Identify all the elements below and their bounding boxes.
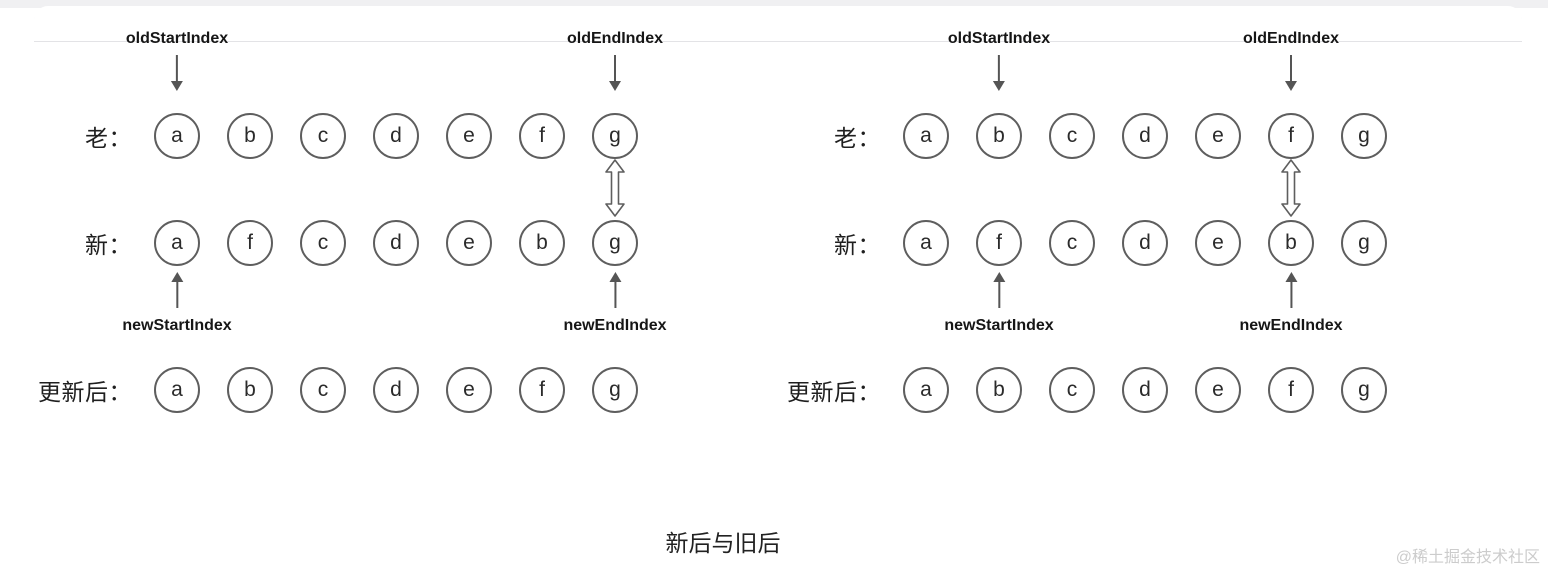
node-circle: e [1195,113,1241,159]
node-circle: f [519,113,565,159]
pointer-label: newEndIndex [1239,317,1343,334]
figure-caption: 新后与旧后 [665,530,781,556]
pointer-old-start: oldStartIndex [126,30,228,91]
node-circle: f [227,220,273,266]
pointer-label: oldStartIndex [947,30,1051,47]
node-circle: g [592,113,638,159]
node-circle: b [227,113,273,159]
new-row-label: 新： [834,232,881,258]
updated-row-label: 更新后： [787,379,881,405]
juejin-watermark: @稀土掘金技术社区 [1395,549,1540,566]
pointer-new-end: newEndIndex [563,272,667,335]
new-row-label: 新： [85,232,132,258]
node-circle: b [976,113,1022,159]
updated-nodes-row: 更新后： a b c d e f g [36,367,638,413]
node-circle: g [1341,113,1387,159]
arrow-up-icon [170,272,183,308]
pointer-label: newEndIndex [563,317,667,334]
updated-nodes-row: 更新后： a b c d e f g [785,367,1387,413]
node-circle: a [154,367,200,413]
node-circle: g [1341,220,1387,266]
diff-diagram-left: oldStartIndex oldEndIndex 老： a b c d e f… [36,0,756,430]
swap-double-arrow-icon [605,159,625,217]
updated-row-label: 更新后： [38,379,132,405]
swap-double-arrow-icon [1281,159,1301,217]
diff-diagram-right: oldStartIndex oldEndIndex 老： a b c d e f… [785,0,1505,430]
node-circle: g [592,367,638,413]
old-nodes: a b c d e f g [903,113,1387,159]
pointer-label: newStartIndex [122,317,232,334]
pointer-old-end: oldEndIndex [1243,30,1339,91]
pointer-label: oldStartIndex [125,30,229,47]
node-circle: f [519,367,565,413]
node-circle: e [446,367,492,413]
node-circle: e [446,113,492,159]
pointer-label: newStartIndex [944,317,1054,334]
new-nodes-row: 新： a f c d e b g [785,220,1387,266]
old-nodes-row: 老： a b c d e f g [36,113,638,159]
pointer-new-start: newStartIndex [122,272,232,335]
arrow-down-icon [992,55,1005,91]
arrow-up-icon [992,272,1005,308]
arrow-up-icon [609,272,621,308]
node-circle: d [373,367,419,413]
node-circle: e [446,220,492,266]
pointer-label: oldEndIndex [567,30,663,47]
old-nodes: a b c d e f g [154,113,638,159]
node-circle: b [1268,220,1314,266]
node-circle: a [154,220,200,266]
node-circle: d [373,113,419,159]
node-circle: b [519,220,565,266]
node-circle: d [373,220,419,266]
node-circle: d [1122,367,1168,413]
arrow-down-icon [170,55,183,91]
node-circle: c [300,367,346,413]
node-circle: c [300,220,346,266]
content-card-top [34,6,1522,42]
node-circle: a [154,113,200,159]
arrow-up-icon [1285,272,1297,308]
node-circle: c [1049,367,1095,413]
arrow-down-icon [609,55,621,91]
pointer-label: oldEndIndex [1243,30,1339,47]
node-circle: f [976,220,1022,266]
node-circle: e [1195,367,1241,413]
pointer-new-end: newEndIndex [1239,272,1343,335]
node-circle: g [592,220,638,266]
arrow-down-icon [1285,55,1297,91]
node-circle: a [903,367,949,413]
node-circle: a [903,220,949,266]
new-nodes-row: 新： a f c d e b g [36,220,638,266]
page-top-strip [0,0,1548,8]
new-nodes: a f c d e b g [154,220,638,266]
node-circle: e [1195,220,1241,266]
node-circle: a [903,113,949,159]
node-circle: f [1268,113,1314,159]
pointer-new-start: newStartIndex [944,272,1054,335]
node-circle: f [1268,367,1314,413]
node-circle: d [1122,220,1168,266]
node-circle: c [300,113,346,159]
new-nodes: a f c d e b g [903,220,1387,266]
node-circle: c [1049,113,1095,159]
pointer-old-start: oldStartIndex [948,30,1050,91]
node-circle: b [976,367,1022,413]
old-row-label: 老： [834,125,881,151]
node-circle: d [1122,113,1168,159]
updated-nodes: a b c d e f g [154,367,638,413]
node-circle: g [1341,367,1387,413]
old-nodes-row: 老： a b c d e f g [785,113,1387,159]
node-circle: b [227,367,273,413]
old-row-label: 老： [85,125,132,151]
node-circle: c [1049,220,1095,266]
pointer-old-end: oldEndIndex [567,30,663,91]
updated-nodes: a b c d e f g [903,367,1387,413]
